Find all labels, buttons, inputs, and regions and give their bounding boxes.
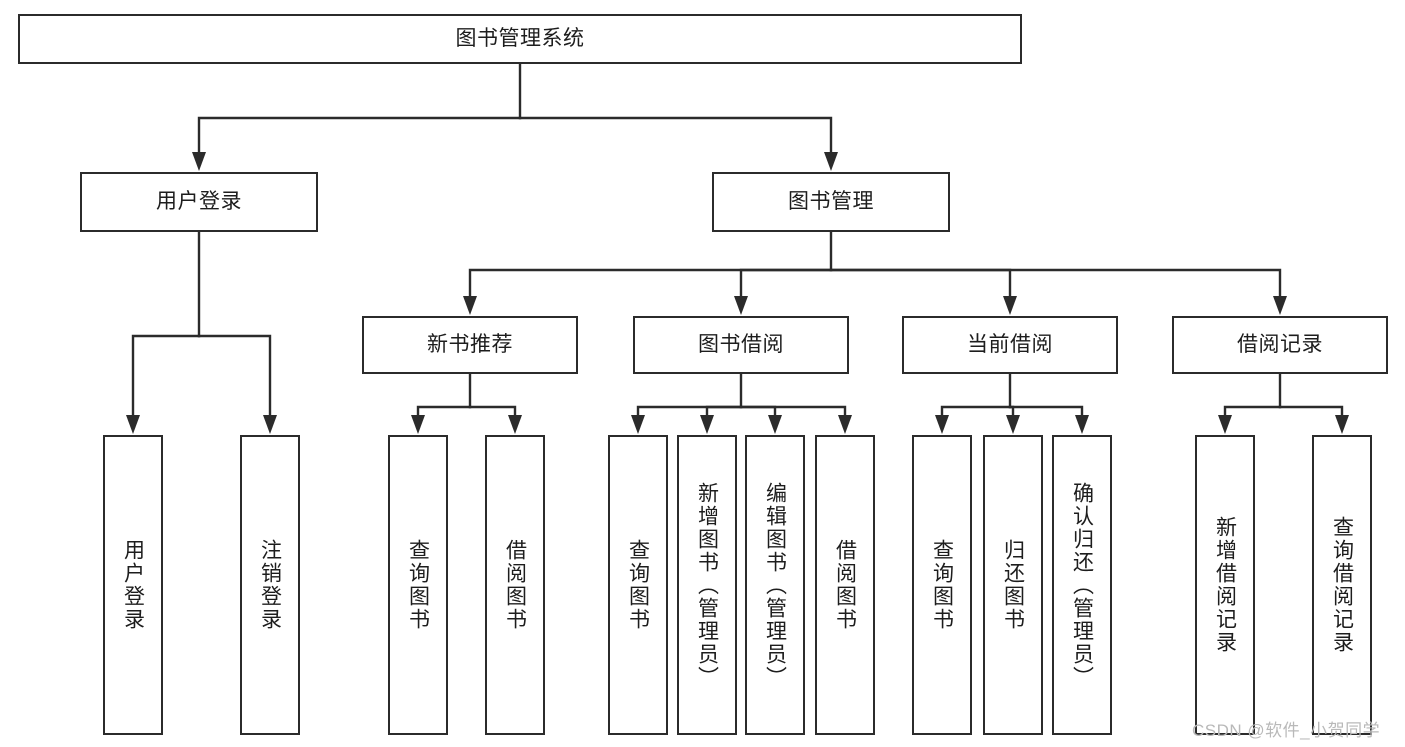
node-label: 查询借阅记录: [1330, 516, 1354, 654]
node-label: 借阅记录: [1237, 332, 1323, 356]
connector-current-borrow-to-leaf-return-book: [1006, 405, 1020, 434]
connector-arrowhead-icon: [1075, 415, 1089, 434]
node-label: 新增借阅记录: [1213, 516, 1237, 654]
connector-arrowhead-icon: [463, 296, 477, 315]
connector-arrowhead-icon: [734, 296, 748, 315]
node-leaf-borrow-book-2[interactable]: 借阅图书: [815, 435, 875, 735]
connector-root-to-user-login: [192, 62, 522, 171]
connector-current-borrow-to-leaf-confirm-return: [1008, 405, 1089, 434]
connector-arrowhead-icon: [263, 415, 277, 434]
node-label: 图书管理系统: [455, 26, 585, 50]
node-label: 用户登录: [156, 189, 242, 213]
node-user-login[interactable]: 用户登录: [80, 172, 318, 232]
connector-path: [468, 405, 517, 423]
node-label: 图书管理: [788, 189, 874, 213]
connector-borrow-record-to-leaf-add-record: [1218, 372, 1282, 434]
connector-path: [829, 268, 1012, 304]
connector-arrowhead-icon: [768, 415, 782, 434]
connector-book-manage-to-book-borrow: [734, 268, 833, 315]
connector-path: [636, 405, 743, 423]
connector-arrowhead-icon: [824, 152, 838, 171]
connector-path: [518, 116, 833, 160]
node-leaf-borrow-book-1[interactable]: 借阅图书: [485, 435, 545, 735]
connector-book-manage-to-current-borrow: [829, 268, 1017, 315]
connector-arrowhead-icon: [838, 415, 852, 434]
connector-arrowhead-icon: [1335, 415, 1349, 434]
connector-path: [739, 405, 847, 423]
connector-path: [1223, 405, 1282, 423]
node-leaf-add-record[interactable]: 新增借阅记录: [1195, 435, 1255, 735]
node-leaf-user-logout[interactable]: 注销登录: [240, 435, 300, 735]
node-leaf-add-book[interactable]: 新增图书（管理员）: [677, 435, 737, 735]
node-label: 查询图书: [930, 539, 954, 631]
node-label: 查询图书: [406, 539, 430, 631]
connector-path: [197, 116, 522, 160]
node-leaf-return-book[interactable]: 归还图书: [983, 435, 1043, 735]
connector-arrowhead-icon: [1003, 296, 1017, 315]
node-leaf-confirm-return[interactable]: 确认归还（管理员）: [1052, 435, 1112, 735]
connector-arrowhead-icon: [1218, 415, 1232, 434]
connector-book-manage-to-borrow-record: [829, 268, 1287, 315]
connector-book-borrow-to-leaf-add-book: [700, 405, 743, 434]
connector-root-to-book-manage: [518, 116, 838, 171]
connector-arrowhead-icon: [1273, 296, 1287, 315]
node-label: 查询图书: [626, 539, 650, 631]
connector-arrowhead-icon: [126, 415, 140, 434]
node-borrow-record[interactable]: 借阅记录: [1172, 316, 1388, 374]
node-leaf-query-book-2[interactable]: 查询图书: [608, 435, 668, 735]
node-current-borrow[interactable]: 当前借阅: [902, 316, 1118, 374]
node-label: 确认归还（管理员）: [1070, 481, 1094, 689]
connector-arrowhead-icon: [935, 415, 949, 434]
connector-path: [1278, 405, 1344, 423]
node-leaf-edit-book[interactable]: 编辑图书（管理员）: [745, 435, 805, 735]
node-leaf-query-book-1[interactable]: 查询图书: [388, 435, 448, 735]
node-label: 注销登录: [258, 539, 282, 631]
connector-arrowhead-icon: [1006, 415, 1020, 434]
connector-path: [416, 405, 472, 423]
connector-arrowhead-icon: [700, 415, 714, 434]
connector-path: [197, 334, 272, 423]
node-label: 当前借阅: [967, 332, 1053, 356]
node-label: 借阅图书: [503, 539, 527, 631]
connector-path: [829, 268, 1282, 304]
connector-user-login-to-leaf-user-login: [126, 230, 201, 434]
csdn-watermark: CSDN @软件_小贺同学: [1192, 721, 1381, 740]
node-book-borrow[interactable]: 图书借阅: [633, 316, 849, 374]
connector-book-borrow-to-leaf-borrow-book-2: [739, 405, 852, 434]
node-label: 用户登录: [121, 539, 145, 631]
connector-path: [1008, 405, 1084, 423]
connector-path: [940, 405, 1012, 423]
connector-new-book-rec-to-leaf-query-book-1: [411, 372, 472, 434]
connector-path: [131, 334, 201, 423]
connector-borrow-record-to-leaf-query-record: [1278, 405, 1349, 434]
node-root[interactable]: 图书管理系统: [18, 14, 1022, 64]
node-leaf-query-book-3[interactable]: 查询图书: [912, 435, 972, 735]
connector-book-borrow-to-leaf-query-book-2: [631, 372, 743, 434]
node-label: 新书推荐: [427, 332, 513, 356]
connector-path: [739, 268, 833, 304]
connector-path: [468, 268, 833, 304]
connector-arrowhead-icon: [192, 152, 206, 171]
connector-arrowhead-icon: [411, 415, 425, 434]
node-new-book-rec[interactable]: 新书推荐: [362, 316, 578, 374]
connector-arrowhead-icon: [631, 415, 645, 434]
node-label: 新增图书（管理员）: [695, 481, 719, 689]
connector-book-borrow-to-leaf-edit-book: [739, 405, 782, 434]
connector-new-book-rec-to-leaf-borrow-book-1: [468, 405, 522, 434]
connector-book-manage-to-new-book-rec: [463, 230, 833, 315]
node-leaf-user-login[interactable]: 用户登录: [103, 435, 163, 735]
node-label: 借阅图书: [833, 539, 857, 631]
node-label: 编辑图书（管理员）: [763, 481, 787, 689]
connector-arrowhead-icon: [508, 415, 522, 434]
connector-user-login-to-leaf-user-logout: [197, 334, 277, 434]
connector-current-borrow-to-leaf-query-book-3: [935, 372, 1012, 434]
node-book-manage[interactable]: 图书管理: [712, 172, 950, 232]
node-label: 图书借阅: [698, 332, 784, 356]
node-label: 归还图书: [1001, 539, 1025, 631]
node-leaf-query-record[interactable]: 查询借阅记录: [1312, 435, 1372, 735]
